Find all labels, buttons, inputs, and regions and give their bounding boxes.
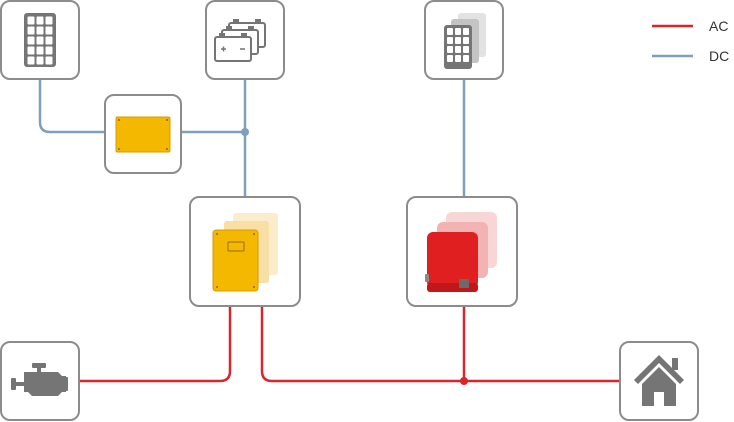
engine-icon	[11, 363, 68, 396]
node-pv-array-left	[0, 0, 80, 80]
ac-connections	[80, 306, 620, 383]
dc-line-left-pv-to-controller	[38, 78, 105, 134]
node-battery-bank	[205, 0, 285, 80]
node-battery-inverter	[189, 196, 301, 307]
node-house-load	[619, 341, 699, 421]
dc-junction-node	[241, 128, 249, 136]
node-pv-inverter	[406, 196, 518, 307]
battery-stack-icon	[214, 19, 266, 62]
legend: AC DC	[652, 18, 729, 64]
legend-dc-label: DC	[709, 48, 729, 64]
solar-panel-icon	[24, 13, 56, 67]
pv-inverter-icon	[425, 212, 497, 292]
solar-panel-stack-icon	[444, 13, 486, 69]
node-charge-controller	[104, 94, 182, 174]
dc-connections	[38, 78, 466, 197]
ac-junction-node	[460, 377, 468, 385]
legend-ac-label: AC	[709, 18, 728, 34]
charge-controller-icon	[115, 116, 171, 153]
ac-line-inverter-to-house	[260, 306, 620, 383]
ac-line-generator-to-inverter	[80, 306, 232, 383]
node-pv-array-right	[424, 0, 504, 80]
house-icon	[634, 355, 684, 406]
battery-inverter-icon	[212, 213, 278, 292]
node-generator	[0, 341, 80, 421]
